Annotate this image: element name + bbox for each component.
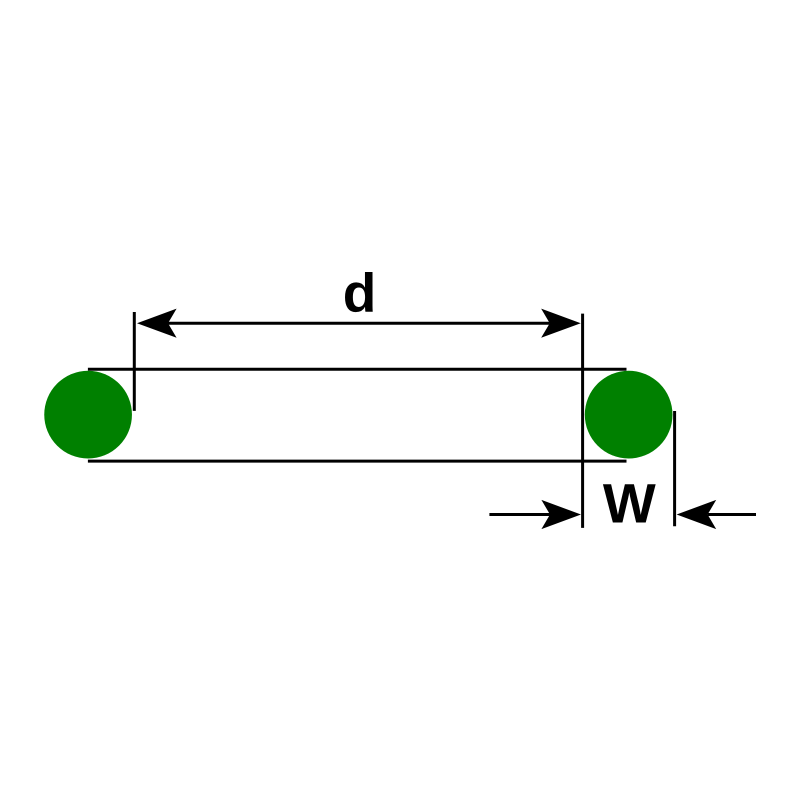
svg-text:d: d <box>343 261 377 323</box>
svg-text:W: W <box>603 472 656 535</box>
